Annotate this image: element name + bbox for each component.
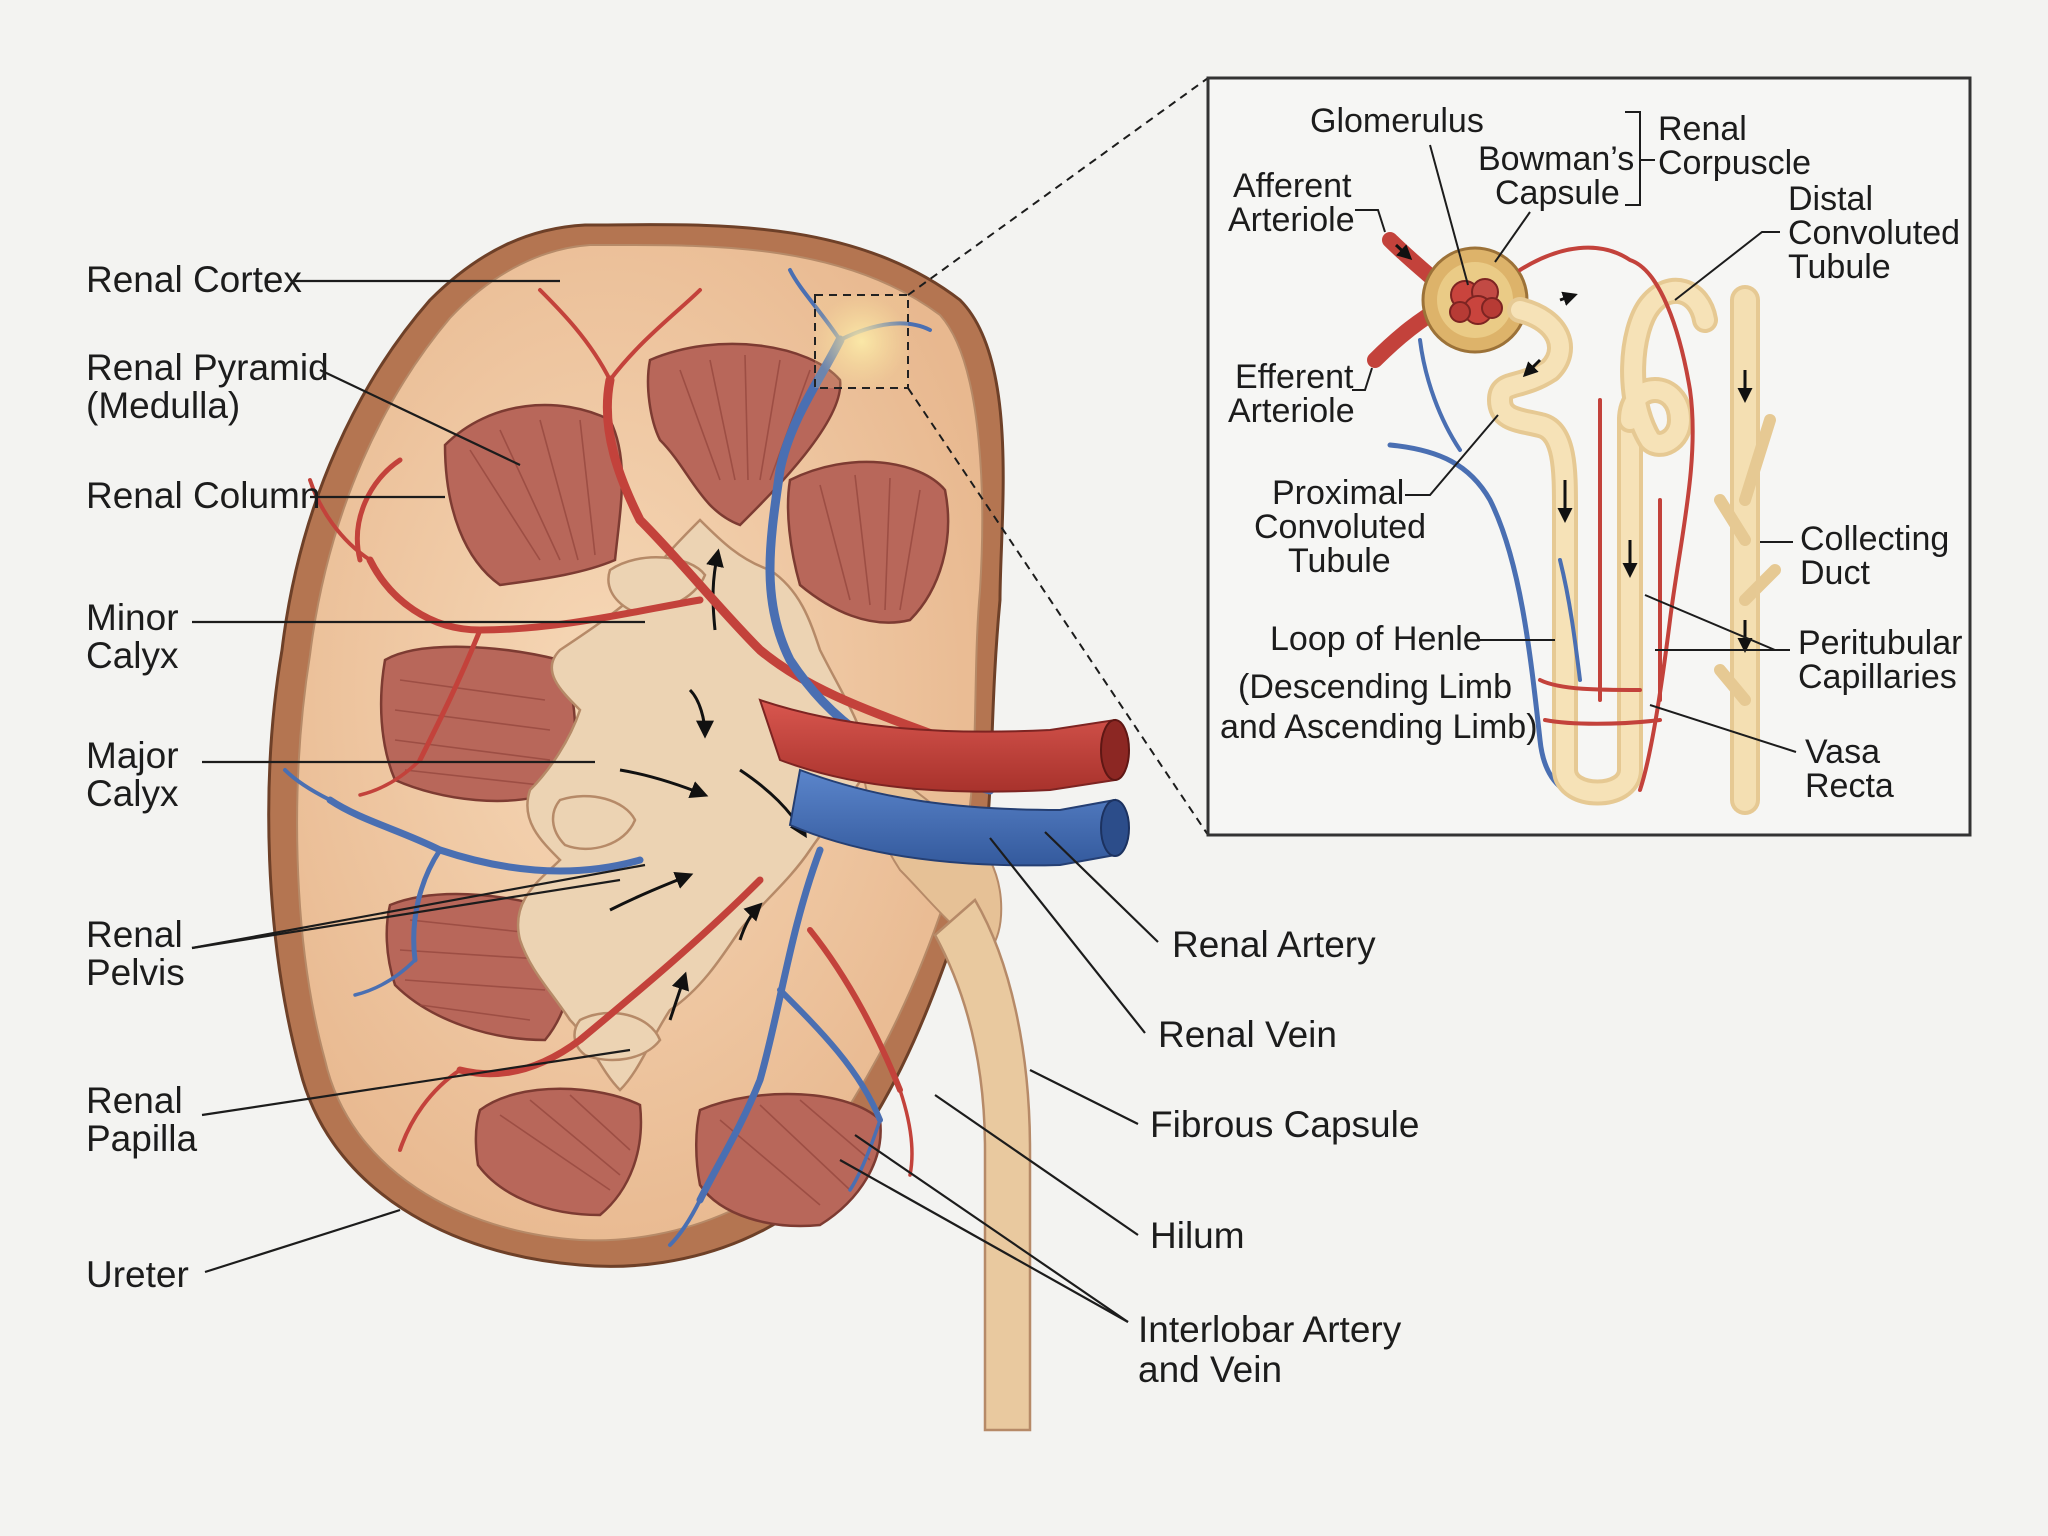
hilum-vessels	[758, 698, 1130, 867]
right-labels: Renal Artery Renal Vein Fibrous Capsule …	[839, 831, 1419, 1390]
label-loop-of-henle: and Ascending Limb)	[1220, 708, 1538, 746]
label-vasa-recta: Recta	[1805, 767, 1894, 805]
label-bowmans-capsule: Capsule	[1495, 174, 1620, 212]
ureter	[933, 898, 1032, 1432]
inset-frame	[1206, 76, 1972, 837]
label-hilum: Hilum	[1150, 1215, 1245, 1256]
label-proximal-convoluted-tubule: Proximal	[1272, 474, 1404, 512]
label-bowmans-capsule: Bowman’s	[1478, 140, 1634, 178]
label-loop-of-henle: Loop of Henle	[1270, 620, 1482, 658]
renal-artery-lumen	[1100, 719, 1130, 781]
label-efferent-arteriole: Arteriole	[1228, 392, 1355, 430]
label-proximal-convoluted-tubule: Tubule	[1288, 542, 1391, 580]
label-interlobar-artery-vein: Interlobar Artery	[1138, 1309, 1402, 1350]
label-minor-calyx: Minor	[86, 597, 179, 638]
label-major-calyx: Calyx	[86, 773, 179, 814]
label-renal-vein: Renal Vein	[1158, 1014, 1337, 1055]
label-peritubular-capillaries: Capillaries	[1798, 658, 1957, 696]
label-interlobar-artery-vein: and Vein	[1138, 1349, 1282, 1390]
label-fibrous-capsule: Fibrous Capsule	[1150, 1104, 1419, 1145]
label-renal-cortex: Renal Cortex	[86, 259, 302, 300]
minor-calyx	[551, 794, 637, 850]
label-proximal-convoluted-tubule: Convoluted	[1254, 508, 1426, 546]
inset-highlight	[814, 294, 909, 389]
label-efferent-arteriole: Efferent	[1235, 358, 1354, 396]
label-vasa-recta: Vasa	[1805, 733, 1880, 771]
label-renal-pyramid: (Medulla)	[86, 385, 240, 426]
renal-vein-lumen	[1100, 799, 1130, 857]
label-loop-of-henle: (Descending Limb	[1238, 668, 1512, 706]
label-renal-artery: Renal Artery	[1172, 924, 1376, 965]
label-distal-convoluted-tubule: Tubule	[1788, 248, 1891, 286]
renal-pyramid	[786, 460, 950, 624]
label-minor-calyx: Calyx	[86, 635, 179, 676]
label-renal-pelvis: Renal	[86, 914, 183, 955]
label-renal-corpuscle: Renal	[1658, 110, 1747, 148]
label-major-calyx: Major	[86, 735, 179, 776]
nephron-inset: Glomerulus Bowman’s Capsule Renal Corpus…	[1206, 76, 1972, 837]
vasa-recta	[1538, 398, 1662, 726]
label-collecting-duct: Collecting	[1800, 520, 1949, 558]
label-distal-convoluted-tubule: Convoluted	[1788, 214, 1960, 252]
label-renal-papilla: Papilla	[86, 1118, 197, 1159]
label-glomerulus: Glomerulus	[1310, 102, 1484, 140]
glomerulus	[1449, 278, 1503, 325]
kidney	[267, 223, 1130, 1432]
renal-pyramid	[646, 342, 842, 527]
label-renal-column: Renal Column	[86, 475, 320, 516]
label-ureter: Ureter	[86, 1254, 189, 1295]
label-distal-convoluted-tubule: Distal	[1788, 180, 1873, 218]
minor-calyx	[607, 556, 707, 613]
label-renal-pyramid: Renal Pyramid	[86, 347, 329, 388]
label-afferent-arteriole: Arteriole	[1228, 201, 1355, 239]
label-renal-corpuscle: Corpuscle	[1658, 144, 1811, 182]
label-peritubular-capillaries: Peritubular	[1798, 624, 1962, 662]
label-renal-pelvis: Pelvis	[86, 952, 185, 993]
label-afferent-arteriole: Afferent	[1233, 167, 1352, 205]
left-labels: Renal Cortex Renal Pyramid (Medulla) Ren…	[86, 259, 646, 1295]
label-collecting-duct: Duct	[1800, 554, 1870, 592]
label-renal-papilla: Renal	[86, 1080, 183, 1121]
